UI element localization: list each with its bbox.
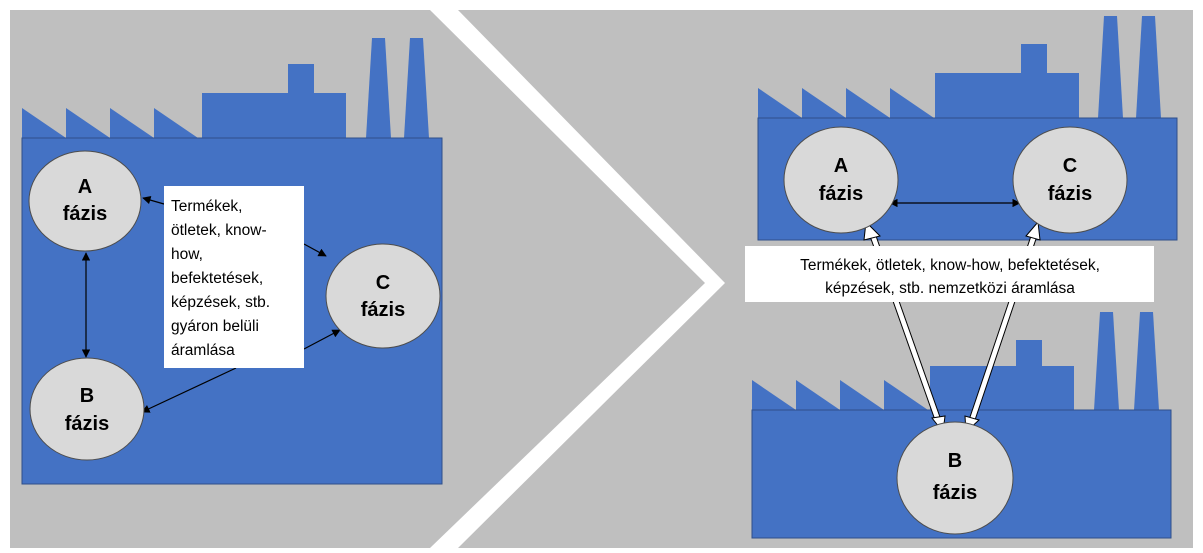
flow-line: áramlása [171,342,235,359]
factory-building-block [202,93,346,138]
phase-a-circle [783,126,899,234]
phase-a-letter: A [834,155,848,177]
roof-tooth [22,108,66,138]
roof-tooth [840,380,884,410]
left-phase-a: A fázis [28,150,142,252]
phase-c-word: fázis [361,299,405,321]
factory-tower [1016,340,1042,367]
roof-tooth [66,108,110,138]
right-flow-textbox-bg [745,246,1154,302]
phase-c-word: fázis [1048,183,1092,205]
left-flow-textbox: Termékek, ötletek, know- how, befektetés… [164,186,304,368]
factory-tower [1021,44,1047,74]
factory-tower [288,64,314,94]
roof-tooth [752,380,796,410]
roof-tooth [110,108,154,138]
factory-building-block [930,366,1074,410]
phase-b-circle [896,421,1014,535]
flow-line: befektetések, [171,270,263,287]
left-flow-textbox-bg [164,186,304,368]
phase-c-letter: C [376,272,390,294]
roof-tooth [884,380,928,410]
factory-building-block [935,73,1079,118]
chimney [1094,312,1119,410]
roof-tooth [758,88,802,118]
phase-c-circle [1012,126,1128,234]
phase-b-letter: B [80,385,94,407]
phase-c-circle [325,243,441,349]
arrow-b-textbox-left [141,367,237,413]
flow-line: képzések, stb. nemzetközi áramlása [825,280,1075,297]
left-phase-c: C fázis [325,243,441,349]
phase-b-word: fázis [933,482,977,504]
right-phase-a: A fázis [783,126,899,234]
phase-a-word: fázis [63,203,107,225]
phase-a-word: fázis [819,183,863,205]
arrow-head-top [1025,220,1041,241]
phase-a-letter: A [78,176,92,198]
chimney [1136,16,1161,118]
flow-line: gyáron belüli [171,318,259,335]
flow-line: képzések, stb. [171,294,270,311]
chimney [404,38,429,138]
roof-tooth [890,88,934,118]
arrow-c-textbox-lower-left [303,329,341,350]
right-phase-b: B fázis [896,421,1014,535]
roof-tooth [846,88,890,118]
flow-line: Termékek, ötletek, know-how, befektetése… [800,257,1100,274]
chimney [1098,16,1123,118]
roof-tooth [796,380,840,410]
arrow-a-textbox-left [142,196,165,205]
flow-line: how, [171,246,203,263]
phase-b-word: fázis [65,413,109,435]
flow-line: ötletek, know- [171,222,267,239]
chimney [366,38,391,138]
right-phase-c: C fázis [1012,126,1128,234]
phase-b-circle [29,357,145,461]
phase-a-circle [28,150,142,252]
roof-tooth [802,88,846,118]
right-flow-textbox: Termékek, ötletek, know-how, befektetése… [745,246,1154,302]
phase-b-letter: B [948,450,962,472]
chimney [1134,312,1159,410]
roof-tooth [154,108,198,138]
left-phase-b: B fázis [29,357,145,461]
arrow-textbox-c-upper-left [303,243,327,257]
flow-line: Termékek, [171,198,243,215]
phase-c-letter: C [1063,155,1077,177]
